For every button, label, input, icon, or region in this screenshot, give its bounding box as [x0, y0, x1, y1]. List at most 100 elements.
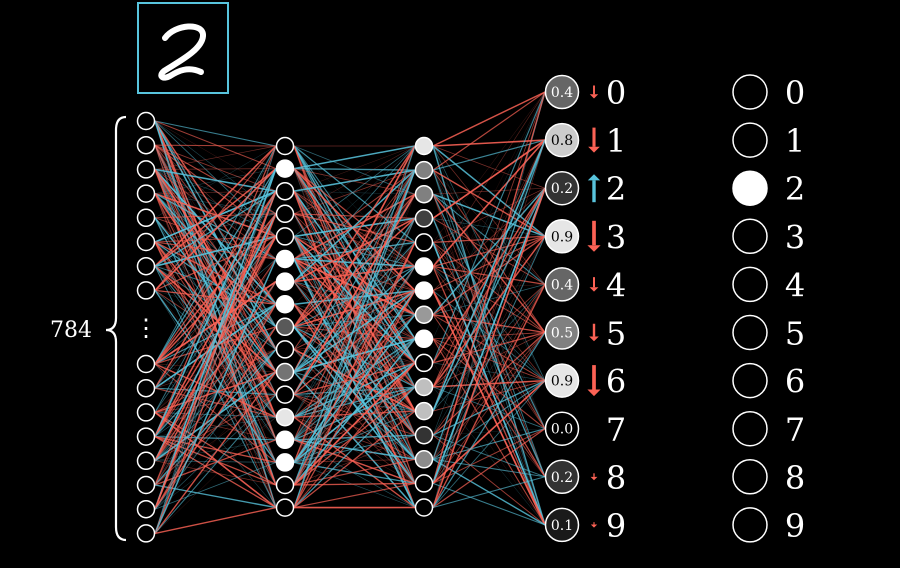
- weight-line-hidden2-output: [432, 284, 546, 460]
- weight-line-hidden1-hidden2: [293, 394, 416, 460]
- hidden1-neuron: [275, 385, 295, 404]
- weight-line-hidden2-output: [432, 139, 546, 388]
- weight-line-hidden1-hidden2: [293, 190, 416, 412]
- weight-line-hidden2-output: [432, 139, 546, 460]
- target-digit-label: 0: [785, 74, 805, 112]
- weight-line-input-hidden1: [154, 213, 277, 534]
- weight-line-hidden1-hidden2: [293, 190, 416, 291]
- weight-line-input-hidden1: [154, 145, 277, 218]
- output-neuron-circle: [544, 170, 580, 206]
- weight-line-input-hidden1: [154, 436, 277, 486]
- weight-line-hidden1-hidden2: [293, 362, 416, 441]
- weight-line-hidden2-output: [432, 434, 546, 526]
- output-neuron-circle: [544, 459, 580, 495]
- weight-line-input-hidden1: [154, 236, 277, 389]
- input-neuron: [136, 232, 156, 252]
- input-layer: [136, 111, 156, 543]
- weight-line-hidden1-hidden2: [293, 168, 416, 412]
- output-activation-value: 0.2: [551, 470, 573, 486]
- output-activation-value: 0.4: [551, 277, 573, 293]
- weight-line-hidden1-hidden2: [293, 194, 416, 305]
- weight-line-hidden1-hidden2: [293, 326, 416, 388]
- weight-line-hidden2-output: [432, 187, 546, 484]
- weight-line-input-hidden1: [154, 363, 277, 418]
- output-neuron-circle: [544, 411, 580, 446]
- target-neuron-7: 7: [732, 411, 805, 449]
- nudge-down-arrow: [587, 365, 601, 397]
- input-neuron: [136, 403, 156, 422]
- hidden2-neuron: [414, 450, 434, 469]
- weight-line-hidden1-hidden2: [293, 281, 416, 364]
- weight-line-input-hidden1: [154, 290, 277, 486]
- weight-line-hidden2-output: [432, 91, 546, 412]
- weight-line-hidden1-hidden2: [293, 458, 416, 486]
- weight-line-input-hidden1: [154, 190, 277, 194]
- weight-line-input-hidden1: [154, 303, 277, 413]
- target-neuron-circle: [732, 459, 768, 495]
- weight-line-hidden1-hidden2: [293, 434, 416, 463]
- output-activation-value: 0.9: [551, 374, 573, 390]
- weight-line-hidden2-output: [432, 476, 546, 509]
- weight-line-input-hidden1: [154, 193, 277, 350]
- weight-line-hidden1-hidden2: [293, 168, 416, 340]
- weight-line-hidden1-hidden2: [293, 235, 416, 364]
- weight-line-hidden1-hidden2: [293, 191, 416, 388]
- weight-line-input-hidden1: [154, 258, 277, 534]
- weight-line-hidden1-hidden2: [293, 258, 416, 268]
- weight-line-input-hidden1: [154, 169, 277, 328]
- weight-line-hidden1-hidden2: [293, 303, 416, 340]
- target-digit-label: 8: [785, 459, 805, 497]
- weight-line-input-hidden1: [154, 435, 277, 464]
- weight-line-input-hidden1: [154, 120, 277, 237]
- hidden1-neuron: [275, 430, 295, 450]
- weight-line-input-hidden1: [154, 303, 277, 389]
- target-neuron-6: 6: [732, 363, 805, 401]
- output-neuron-circle: [544, 315, 580, 350]
- weight-line-hidden1-hidden2: [293, 462, 416, 508]
- weight-line-input-hidden1: [154, 326, 277, 462]
- weight-line-hidden2-output: [432, 91, 546, 171]
- weight-line-input-hidden1: [154, 191, 277, 534]
- weight-line-hidden1-hidden2: [293, 145, 416, 237]
- weight-line-hidden1-hidden2: [293, 145, 416, 195]
- weight-line-hidden1-hidden2: [293, 281, 416, 412]
- weight-connections: [154, 91, 546, 535]
- hidden2-neuron: [414, 401, 434, 421]
- input-neuron: [136, 524, 156, 543]
- weight-line-input-hidden1: [154, 169, 277, 441]
- weight-line-input-hidden1: [154, 168, 277, 192]
- output-digit-label: 0: [606, 74, 626, 112]
- hidden2-neuron: [414, 474, 434, 493]
- input-neuron: [136, 281, 156, 300]
- weight-line-hidden2-output: [432, 91, 546, 267]
- input-neuron: [136, 475, 156, 495]
- weight-line-hidden1-hidden2: [293, 258, 416, 316]
- weight-line-input-hidden1: [154, 213, 277, 243]
- weight-line-input-hidden1: [154, 144, 277, 192]
- weight-line-input-hidden1: [154, 412, 277, 441]
- weight-line-input-hidden1: [154, 462, 277, 510]
- weight-line-hidden2-output: [432, 91, 546, 508]
- weight-line-hidden1-hidden2: [293, 217, 416, 328]
- weight-line-hidden1-hidden2: [293, 145, 416, 170]
- weight-line-hidden2-output: [432, 380, 546, 484]
- weight-line-input-hidden1: [154, 241, 277, 486]
- weight-line-input-hidden1: [154, 120, 277, 192]
- weight-line-input-hidden1: [154, 394, 277, 462]
- input-neuron: [136, 378, 156, 398]
- weight-line-hidden2-output: [432, 91, 546, 484]
- weight-line-input-hidden1: [154, 349, 277, 389]
- weight-line-input-hidden1: [154, 371, 277, 486]
- weight-line-hidden1-hidden2: [293, 242, 416, 486]
- weight-line-input-hidden1: [154, 460, 277, 486]
- weight-line-hidden2-output: [432, 187, 546, 291]
- weight-line-input-hidden1: [154, 144, 277, 237]
- weight-line-hidden1-hidden2: [293, 338, 416, 508]
- hidden1-neuron: [275, 272, 295, 291]
